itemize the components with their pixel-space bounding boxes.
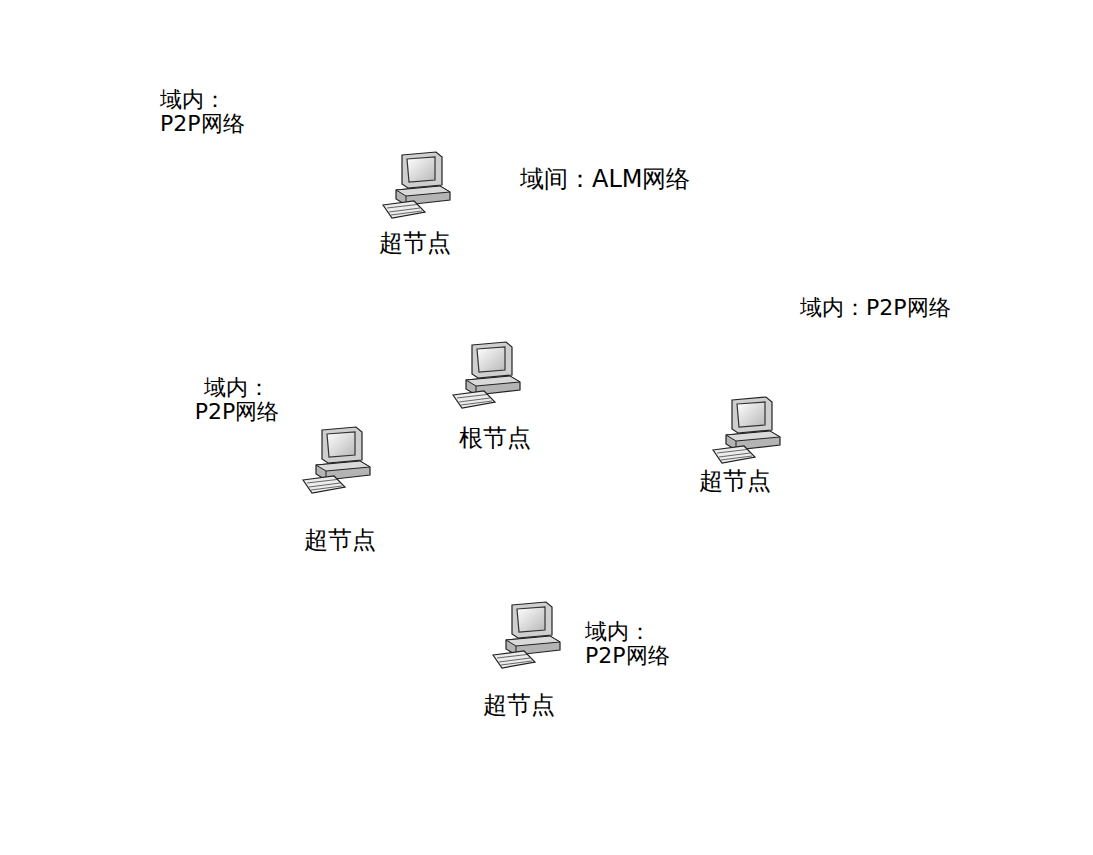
region-label: 域内： P2P网络 [182,376,292,424]
computer-node: 根节点 [446,338,535,455]
network-link [240,45,315,195]
domain-ellipse: 域内： P2P网络 [5,360,400,650]
computer-icon [278,12,345,78]
computer-icon [508,747,575,813]
computer-icon [490,600,570,670]
network-link [560,665,565,752]
domain-ellipse: 域内：P2P网络 [695,285,1093,620]
region-ellipse [342,627,748,855]
domain-ellipse: 域内： P2P网络 [10,0,480,240]
computer-icon [373,712,440,778]
network-link [855,362,1005,385]
region-label: 域内： P2P网络 [585,620,685,668]
network-link [535,405,695,436]
network-link [490,300,680,375]
region-label: 域间：ALM网络 [520,166,691,192]
node-label: 根节点 [459,425,531,452]
computer-icon [78,402,145,468]
node-label: 超节点 [304,527,376,554]
computer-icon [710,395,790,465]
computer-icon [643,712,710,778]
computer-icon [431,464,498,530]
region-rect-shape [285,130,863,700]
computer-icon [938,487,1005,553]
computer-icon [643,267,710,333]
network-link [115,555,235,580]
network-link [240,185,420,195]
computer-icon [563,452,630,518]
computer-icon [833,477,900,543]
computer-icon [198,547,265,613]
network-link [545,745,680,780]
network-link [855,362,975,520]
network-link [350,320,490,375]
computer-icon [380,150,460,220]
computer-icon [450,340,530,410]
computer-icon [818,329,885,395]
region-label: 域内：P2P网络 [800,296,951,320]
region-ellipse [12,0,478,238]
computer-icon-use [453,342,520,408]
network-link [114,435,115,555]
computer-icon-use [303,427,370,493]
region-ellipse [7,362,398,648]
region-ellipse-shape [695,285,1093,620]
computer-icon-use [493,602,560,668]
domain-ellipse: 域内： P2P网络 [340,625,750,855]
region-rect [286,131,862,699]
computer-icon-use [713,397,780,463]
network-link [410,745,545,780]
computer-icon-use [383,152,450,218]
region-ellipse [697,287,1093,618]
region-ellipse-shape [340,625,750,855]
computer-node: 超节点 [375,148,464,260]
computer-icon [968,352,1035,418]
computer-icon [300,425,380,495]
network-link [870,510,975,520]
node-label: 超节点 [379,230,451,257]
computer-node: 超节点 [296,423,384,557]
domain-region: 域间：ALM网络超节点根节点超节点超节点超节点 [285,130,863,700]
network-link [870,385,1005,510]
computer-node: 超节点 [479,598,574,722]
computer-icon [78,522,145,588]
region-ellipse-shape [10,0,480,240]
node-label: 超节点 [699,468,771,495]
region-label: 域内： P2P网络 [160,88,260,136]
computer-icon [313,287,380,353]
computer-node: 超节点 [695,393,794,498]
node-label: 超节点 [483,692,555,719]
network-link [440,260,469,338]
computer-icon [513,222,580,288]
network-link [750,385,1005,430]
computer-icon [203,162,270,228]
network-link [115,435,340,460]
